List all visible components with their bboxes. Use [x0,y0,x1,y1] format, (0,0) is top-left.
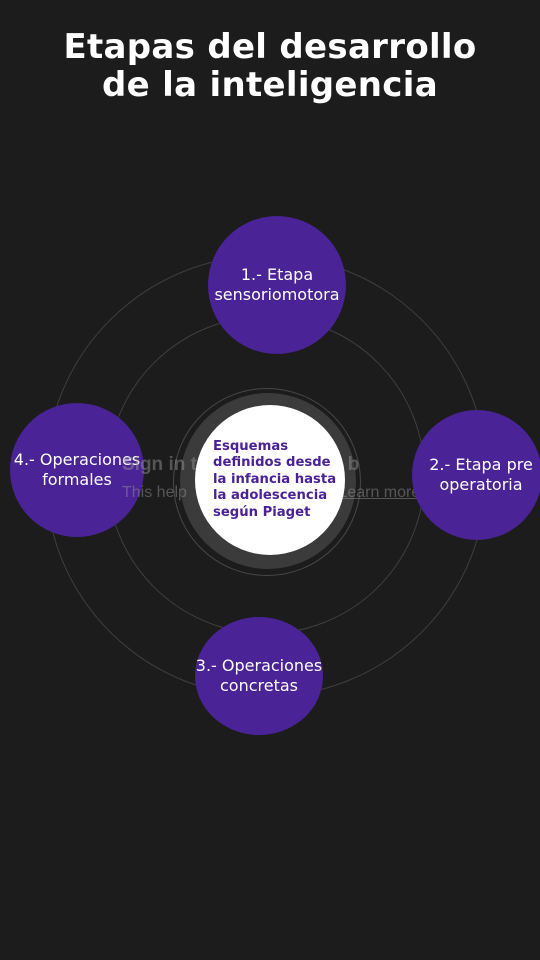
title-line-1: Etapas del desarrollo [63,27,477,67]
stage-node-operaciones-formales: 4.- Operaciones formales [10,403,144,537]
center-node: Esquemas definidos desde la infancia has… [195,405,345,555]
page-title: Etapas del desarrollo de la inteligencia [0,28,540,104]
stage-node-operaciones-concretas: 3.- Operaciones concretas [195,617,323,735]
inner-ring [173,388,361,576]
title-line-2: de la inteligencia [102,65,438,105]
stage-label: 3.- Operaciones concretas [195,656,323,695]
stage-node-sensoriomotora: 1.- Etapa sensoriomotora [208,216,346,354]
center-text: Esquemas definidos desde la infancia has… [213,438,337,520]
stage-label: 4.- Operaciones formales [13,450,141,489]
stage-node-pre-operatoria: 2.- Etapa pre operatoria [412,410,540,540]
stage-label: 1.- Etapa sensoriomotora [214,265,340,304]
stage-label: 2.- Etapa pre operatoria [429,455,533,494]
